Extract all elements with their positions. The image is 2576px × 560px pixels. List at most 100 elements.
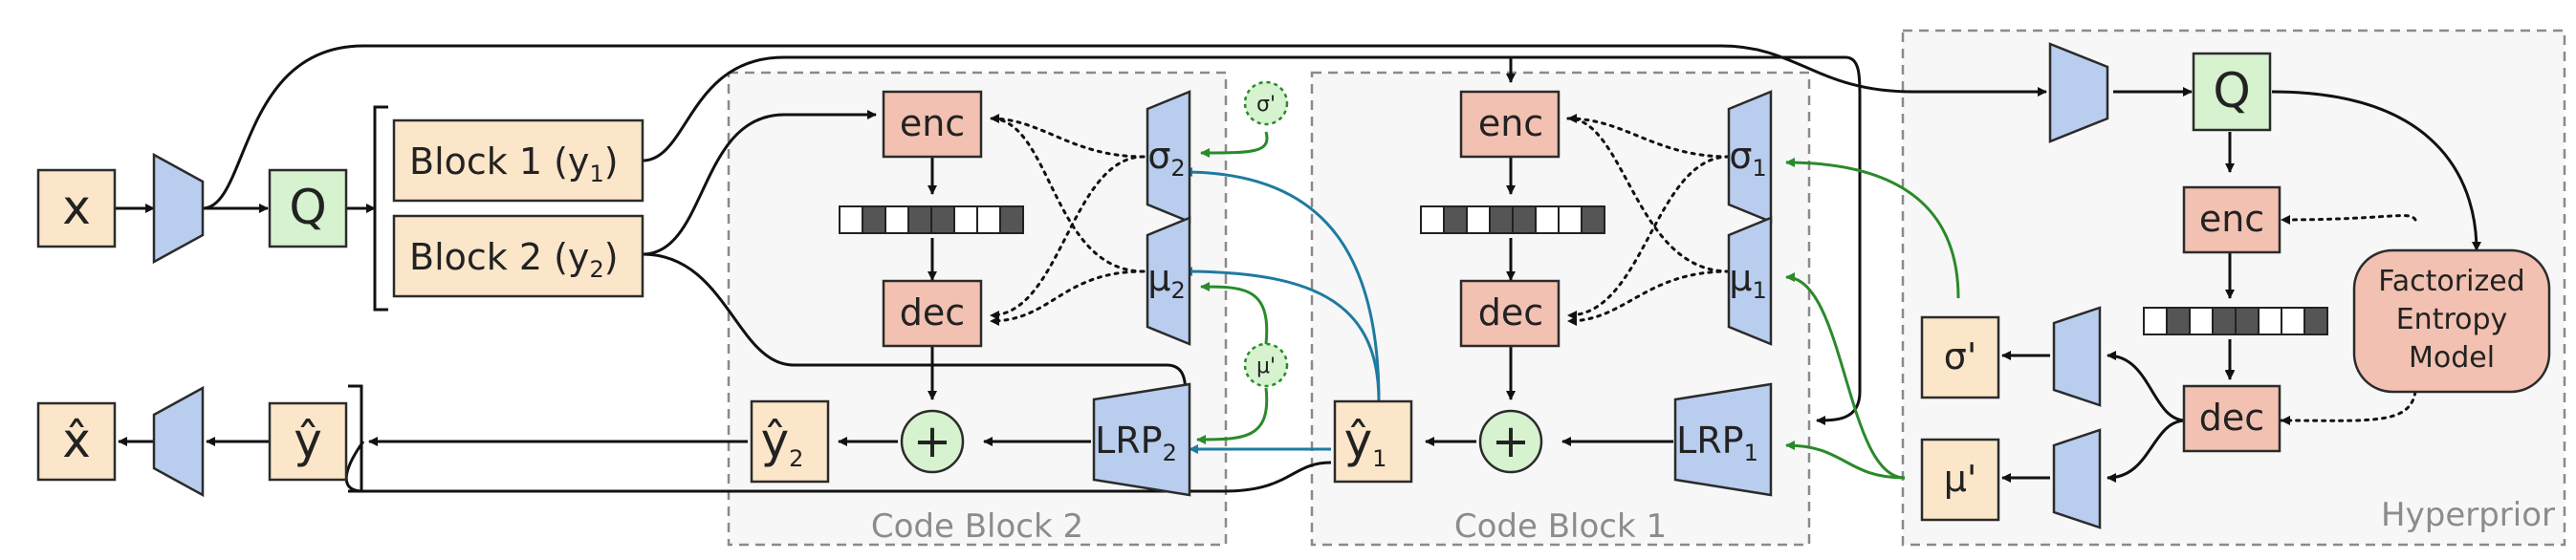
quantizer-main: Q bbox=[268, 168, 348, 248]
sigma-prime-box: σ' bbox=[1920, 315, 2000, 399]
sigma-1-label: σ bbox=[1729, 135, 1752, 177]
adder-1-label: + bbox=[1492, 415, 1530, 468]
hyper-decoder-sigma bbox=[2052, 306, 2102, 407]
block-2-box: Block 2 (y2) bbox=[392, 214, 644, 298]
bit-cell bbox=[2303, 307, 2328, 335]
bitstream-2 bbox=[839, 205, 1024, 234]
y-hat-2-sub: 2 bbox=[789, 445, 803, 472]
mu-2-sub: 2 bbox=[1170, 277, 1185, 304]
param-wires bbox=[1196, 131, 1960, 480]
factorized-entropy-model: Factorized Entropy Model bbox=[2352, 248, 2551, 394]
y-hat-2-box: ŷ2 bbox=[750, 399, 830, 484]
sigma-prime-small-2: σ' bbox=[1243, 80, 1289, 126]
bitstream-1 bbox=[1420, 205, 1605, 234]
output-x-hat-box: x̂ bbox=[36, 401, 117, 482]
sigma-1-net: σ1 bbox=[1727, 90, 1773, 224]
block-2-label: Block 2 (y bbox=[409, 236, 589, 278]
svg-text:σ2: σ2 bbox=[1147, 135, 1185, 182]
y-hat-1-label: ŷ bbox=[1344, 413, 1373, 468]
y-hat-box: ŷ bbox=[268, 401, 348, 482]
dec-1-label: dec bbox=[1478, 291, 1543, 334]
dec-hyper-label: dec bbox=[2199, 397, 2264, 439]
dec-1-box: dec bbox=[1459, 279, 1561, 348]
bit-cell bbox=[2258, 307, 2282, 335]
bit-cell bbox=[953, 205, 978, 234]
bit-cell bbox=[2166, 307, 2191, 335]
bit-cell bbox=[1535, 205, 1560, 234]
panel-title-code-block-1: Code Block 1 bbox=[1454, 507, 1667, 546]
bit-cell bbox=[2143, 307, 2168, 335]
bracket-bottom bbox=[348, 384, 363, 493]
mu-1-sub: 1 bbox=[1752, 277, 1766, 304]
input-x-box: x bbox=[36, 168, 117, 248]
bit-cell bbox=[1420, 205, 1445, 234]
enc-1-label: enc bbox=[1478, 102, 1543, 144]
block-1-label: Block 1 (y bbox=[409, 140, 589, 183]
context-wires bbox=[1183, 167, 1381, 454]
svg-text:μ1: μ1 bbox=[1729, 257, 1766, 304]
sigma-prime-small-2-label: σ' bbox=[1256, 93, 1276, 117]
svg-text:ŷ1: ŷ1 bbox=[1344, 413, 1387, 472]
bit-cell bbox=[999, 205, 1024, 234]
mu-prime-label: μ' bbox=[1944, 458, 1977, 500]
mu-1-label: μ bbox=[1729, 257, 1752, 299]
bit-cell bbox=[930, 205, 955, 234]
lrp-1-label: LRP bbox=[1676, 420, 1744, 462]
svg-text:LRP1: LRP1 bbox=[1676, 420, 1758, 466]
svg-text:Block 1 (y1): Block 1 (y1) bbox=[409, 140, 619, 187]
lrp-1-sub: 1 bbox=[1744, 440, 1758, 466]
bit-cell bbox=[2212, 307, 2237, 335]
dec-2-label: dec bbox=[900, 291, 965, 334]
y-hat-1-sub: 1 bbox=[1372, 445, 1386, 472]
hyper-encoder bbox=[2048, 42, 2109, 143]
lrp-2-sub: 2 bbox=[1163, 440, 1177, 466]
block-2-sub: 2 bbox=[589, 256, 603, 283]
enc-1-box: enc bbox=[1459, 90, 1561, 159]
block-1-sub: 1 bbox=[589, 161, 603, 187]
svg-text:σ1: σ1 bbox=[1729, 135, 1766, 182]
enc-2-label: enc bbox=[900, 102, 965, 144]
lrp-2-net: LRP2 bbox=[1092, 382, 1191, 497]
panel-title-hyperprior: Hyperprior bbox=[2381, 496, 2555, 534]
bit-cell bbox=[1558, 205, 1583, 234]
enc-hyper-label: enc bbox=[2199, 198, 2264, 240]
enc-hyper-box: enc bbox=[2182, 185, 2281, 254]
adder-2: + bbox=[900, 409, 965, 474]
bit-cell bbox=[1466, 205, 1491, 234]
svg-text:ŷ2: ŷ2 bbox=[761, 413, 804, 472]
svg-text:LRP2: LRP2 bbox=[1095, 420, 1177, 466]
lrp-2-label: LRP bbox=[1095, 420, 1163, 462]
sigma-2-net: σ2 bbox=[1146, 90, 1191, 224]
adder-2-label: + bbox=[913, 415, 951, 468]
y-hat-2-label: ŷ bbox=[761, 413, 790, 468]
svg-text:μ2: μ2 bbox=[1147, 257, 1185, 304]
bit-cell bbox=[884, 205, 909, 234]
y-hat-1-box: ŷ1 bbox=[1333, 399, 1413, 484]
input-x-label: x bbox=[62, 180, 91, 235]
bit-cell bbox=[862, 205, 886, 234]
factorized-line-1: Factorized bbox=[2378, 265, 2524, 298]
bit-cell bbox=[1443, 205, 1468, 234]
sigma-2-sub: 2 bbox=[1170, 155, 1185, 182]
bit-cell bbox=[1512, 205, 1537, 234]
dec-hyper-box: dec bbox=[2182, 384, 2281, 453]
bit-cell bbox=[2235, 307, 2259, 335]
bit-cell bbox=[907, 205, 932, 234]
factorized-line-3: Model bbox=[2409, 341, 2495, 375]
wires bbox=[115, 44, 2481, 493]
factorized-line-2: Entropy bbox=[2396, 303, 2508, 336]
svg-text:Block 2 (y2): Block 2 (y2) bbox=[409, 236, 619, 283]
y-hat-label: ŷ bbox=[294, 413, 322, 468]
quantizer-main-label: Q bbox=[289, 180, 326, 235]
enc-2-box: enc bbox=[882, 90, 983, 159]
bit-cell bbox=[839, 205, 863, 234]
quantizer-hyper-label: Q bbox=[2213, 63, 2250, 118]
main-encoder bbox=[152, 152, 205, 265]
sigma-prime-label: σ' bbox=[1944, 335, 1977, 377]
lrp-1-net: LRP1 bbox=[1673, 382, 1773, 497]
mu-1-net: μ1 bbox=[1727, 216, 1773, 346]
bit-cell bbox=[976, 205, 1001, 234]
sigma-1-sub: 1 bbox=[1752, 155, 1766, 182]
hyper-decoder-mu bbox=[2052, 428, 2102, 529]
dec-2-box: dec bbox=[882, 279, 983, 348]
